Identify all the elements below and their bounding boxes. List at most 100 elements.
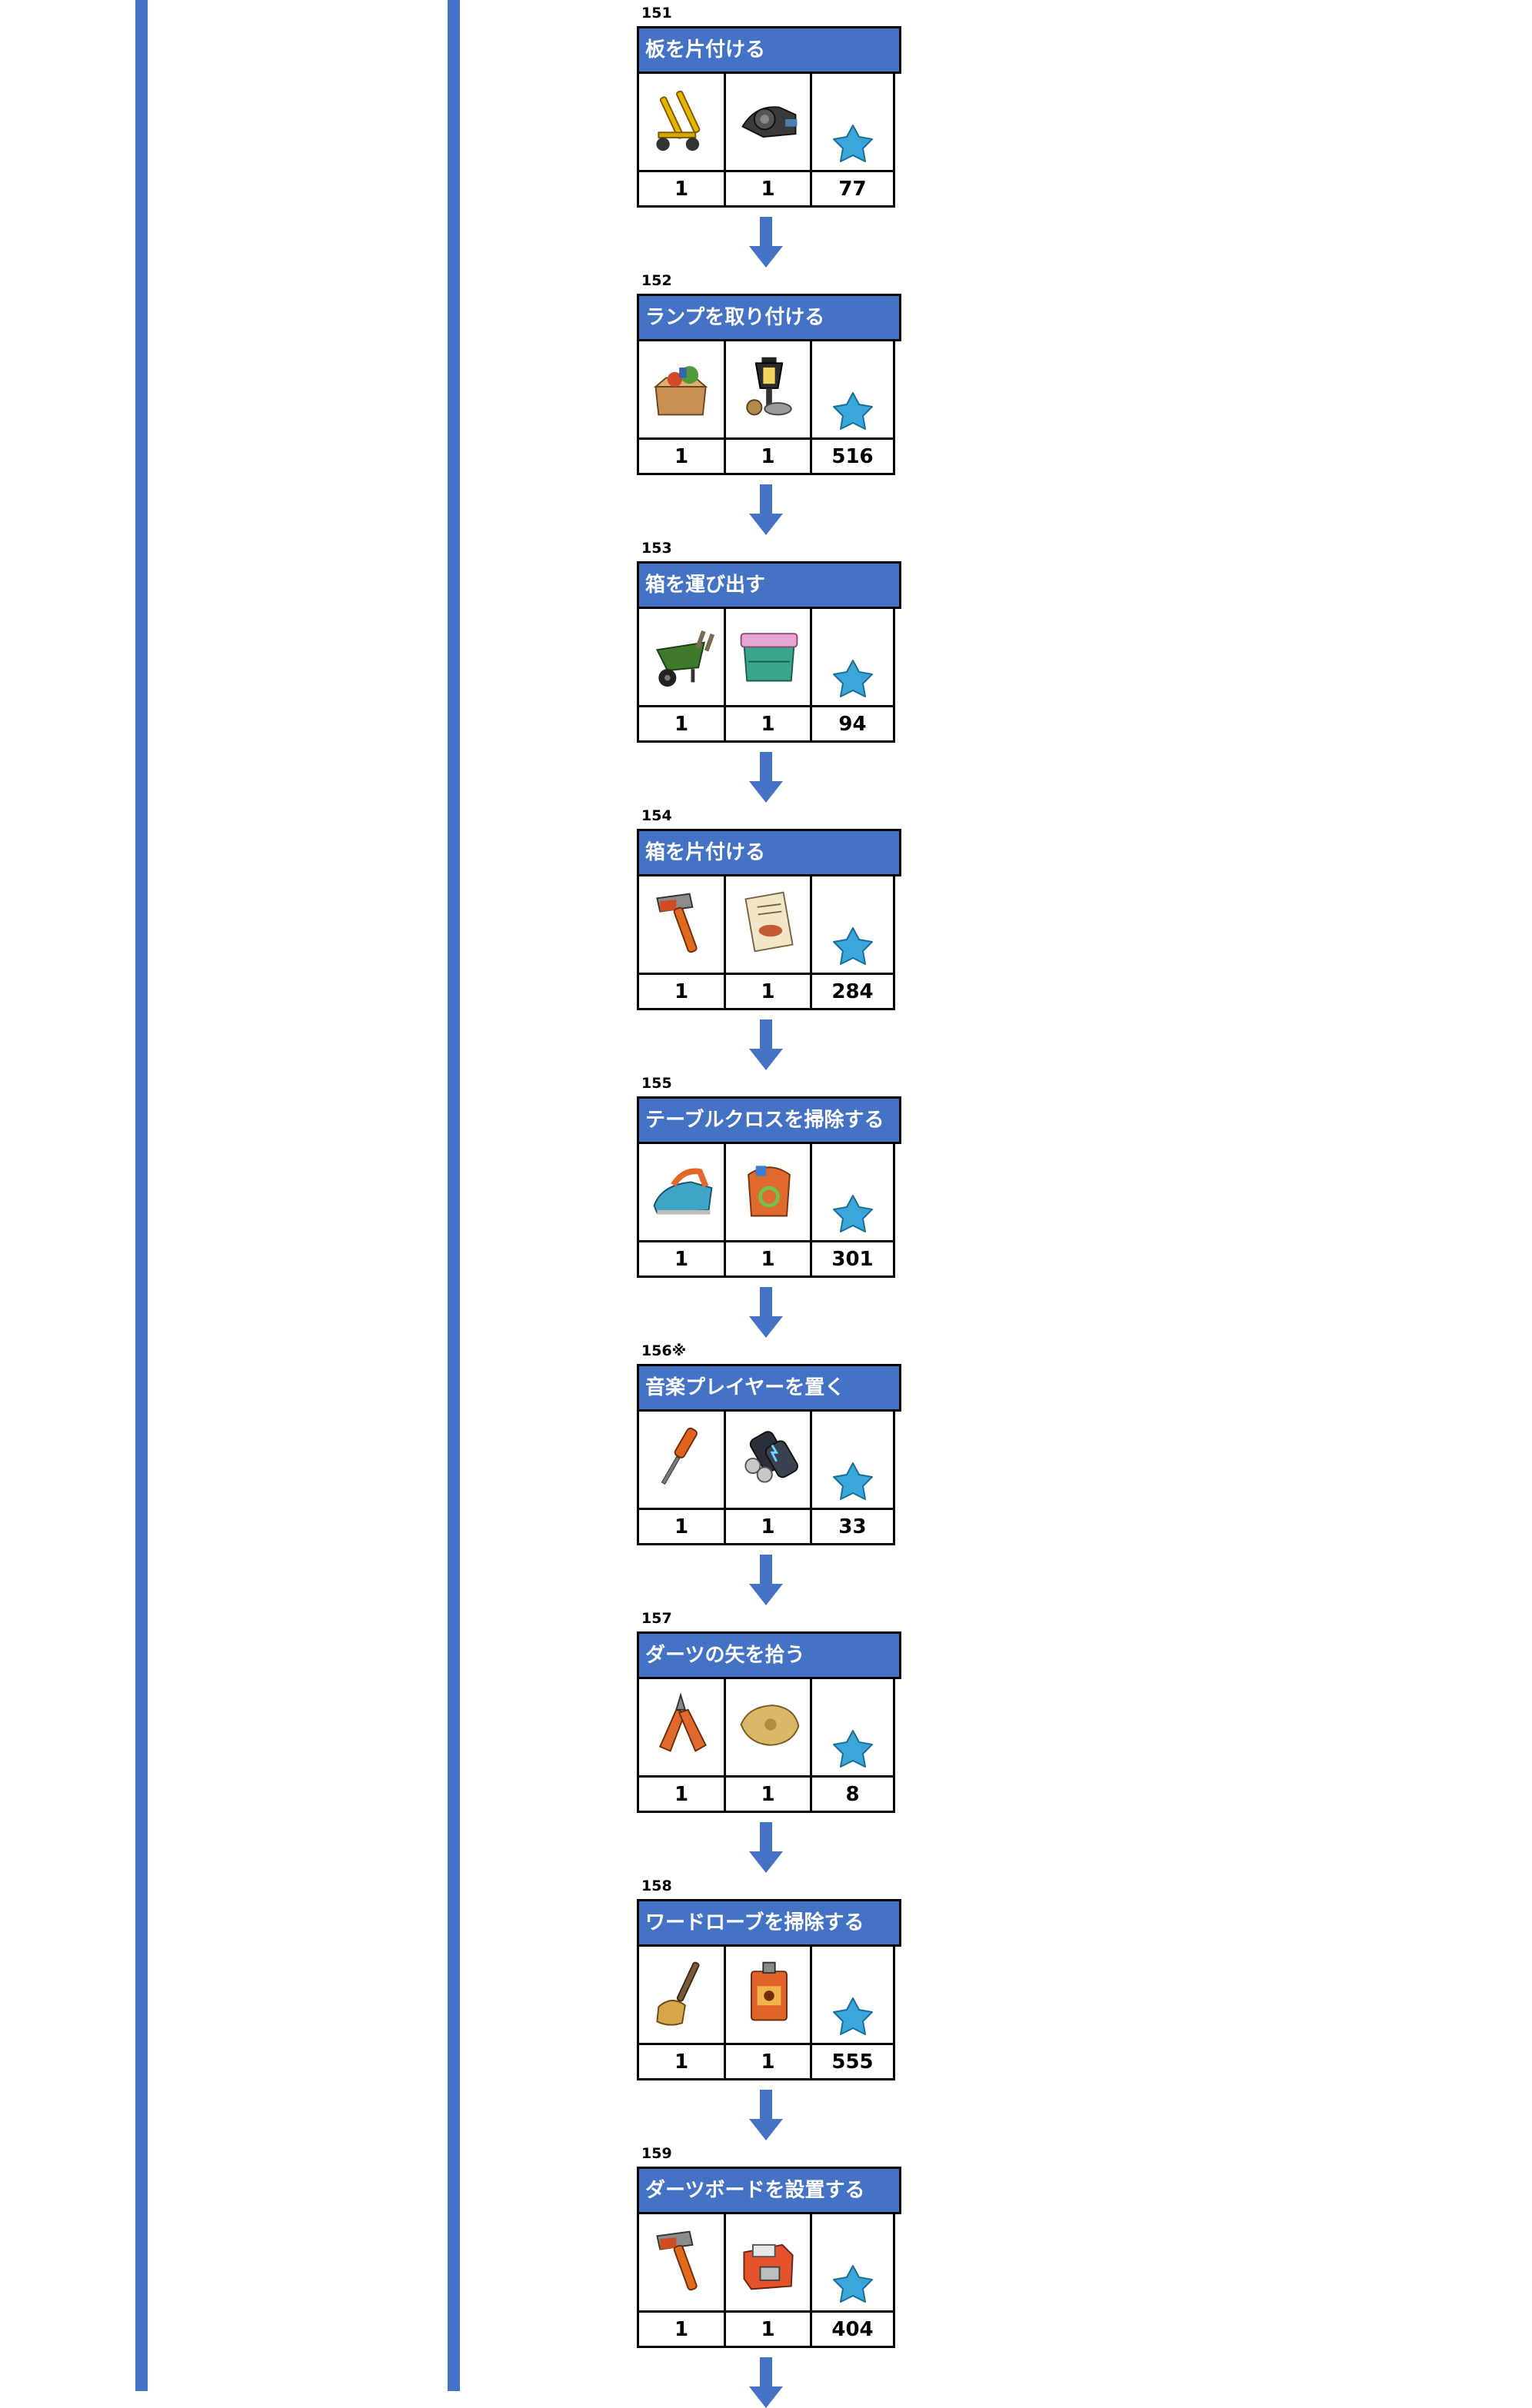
- camera-icon: [741, 106, 798, 138]
- task-grid: 1 1 284: [637, 874, 895, 1010]
- step-number: 152: [641, 272, 672, 289]
- item-image-cell: [724, 607, 810, 705]
- item-count: 1: [724, 973, 810, 1008]
- item-count: 1: [639, 2310, 724, 2346]
- item-count: 1: [639, 973, 724, 1008]
- reward-amount: 301: [810, 1240, 893, 1276]
- task-card: 音楽プレイヤーを置く 1 1 33: [637, 1364, 901, 1545]
- item-count: 1: [724, 2310, 810, 2346]
- hammer-icon: [656, 893, 698, 953]
- reward-image-cell: [810, 607, 893, 705]
- task-card: 箱を運び出す 1 1 94: [637, 561, 901, 743]
- batteries-icon: [744, 1431, 798, 1483]
- item-count: 1: [639, 437, 724, 473]
- iron-icon: [653, 1168, 713, 1215]
- item-image-cell: [639, 1677, 724, 1775]
- reward-amount: 404: [810, 2310, 893, 2346]
- item-image-cell: [639, 2212, 724, 2310]
- recycle-bag-icon: [748, 1166, 791, 1217]
- item-count: 1: [724, 437, 810, 473]
- task-title: 箱を運び出す: [637, 561, 901, 609]
- task-card: ダーツボードを設置する 1 1 404: [637, 2167, 901, 2348]
- star-icon: [833, 660, 873, 697]
- pliers-icon: [658, 1692, 707, 1752]
- item-image-cell: [724, 339, 810, 437]
- item-image-cell: [724, 1409, 810, 1508]
- toolbox-icon: [743, 2243, 794, 2290]
- reward-image-cell: [810, 2212, 893, 2310]
- paper-notes-icon: [744, 891, 794, 953]
- task-grid: 1 1 555: [637, 1944, 895, 2080]
- mop-icon: [656, 1961, 700, 2026]
- task-title: ダーツの矢を拾う: [637, 1631, 901, 1679]
- item-count: 1: [724, 705, 810, 740]
- star-icon: [833, 1730, 873, 1768]
- arrow-down-icon: [749, 217, 783, 268]
- task-title: ランプを取り付ける: [637, 294, 901, 341]
- task-title: テーブルクロスを掃除する: [637, 1096, 901, 1144]
- reward-image-cell: [810, 1944, 893, 2043]
- hand-truck-icon: [656, 90, 701, 151]
- step-number: 151: [641, 5, 672, 22]
- step-number: 157: [641, 1610, 672, 1627]
- reward-amount: 8: [810, 1775, 893, 1811]
- item-count: 1: [639, 705, 724, 740]
- reward-amount: 516: [810, 437, 893, 473]
- step-number: 153: [641, 540, 672, 557]
- sandbag-icon: [740, 1705, 800, 1746]
- storage-box-icon: [740, 633, 798, 682]
- step-number: 154: [641, 807, 672, 824]
- item-count: 1: [724, 1775, 810, 1811]
- screwdriver-icon: [661, 1427, 698, 1485]
- item-image-cell: [724, 1944, 810, 2043]
- arrow-down-icon: [749, 1555, 783, 1605]
- item-count: 1: [639, 1240, 724, 1276]
- reward-amount: 284: [810, 973, 893, 1008]
- hammer-icon: [656, 2230, 698, 2291]
- step-number: 159: [641, 2145, 672, 2162]
- task-grid: 1 1 33: [637, 1409, 895, 1545]
- task-grid: 1 1 77: [637, 72, 895, 208]
- task-grid: 1 1 94: [637, 607, 895, 743]
- task-grid: 1 1 516: [637, 339, 895, 475]
- item-image-cell: [724, 874, 810, 973]
- step-number: 158: [641, 1878, 672, 1894]
- star-icon: [833, 1195, 873, 1232]
- item-image-cell: [639, 72, 724, 170]
- arrow-down-icon: [749, 1822, 783, 1873]
- task-title: 箱を片付ける: [637, 829, 901, 876]
- task-card: ワードローブを掃除する 1 1 555: [637, 1899, 901, 2080]
- star-icon: [833, 1462, 873, 1500]
- star-icon: [833, 392, 873, 430]
- reward-amount: 33: [810, 1508, 893, 1543]
- star-icon: [833, 1997, 873, 2035]
- item-image-cell: [639, 874, 724, 973]
- box-of-goods-icon: [653, 366, 708, 416]
- arrow-down-icon: [749, 1287, 783, 1338]
- left-vertical-bar: [135, 0, 148, 2391]
- reward-image-cell: [810, 1409, 893, 1508]
- task-grid: 1 1 404: [637, 2212, 895, 2348]
- reward-amount: 77: [810, 170, 893, 205]
- right-vertical-bar: [448, 0, 460, 2391]
- item-image-cell: [639, 1409, 724, 1508]
- item-count: 1: [639, 170, 724, 205]
- reward-image-cell: [810, 1142, 893, 1240]
- arrow-down-icon: [749, 484, 783, 535]
- star-icon: [833, 125, 873, 162]
- item-count: 1: [639, 1508, 724, 1543]
- item-image-cell: [724, 1677, 810, 1775]
- task-grid: 1 1 8: [637, 1677, 895, 1813]
- star-icon: [833, 2265, 873, 2303]
- item-count: 1: [724, 170, 810, 205]
- arrow-down-icon: [749, 1019, 783, 1070]
- reward-image-cell: [810, 874, 893, 973]
- item-image-cell: [724, 72, 810, 170]
- item-image-cell: [639, 1944, 724, 2043]
- item-count: 1: [639, 1775, 724, 1811]
- item-image-cell: [639, 607, 724, 705]
- reward-image-cell: [810, 1677, 893, 1775]
- reward-image-cell: [810, 339, 893, 437]
- task-title: 板を片付ける: [637, 26, 901, 74]
- reward-amount: 94: [810, 705, 893, 740]
